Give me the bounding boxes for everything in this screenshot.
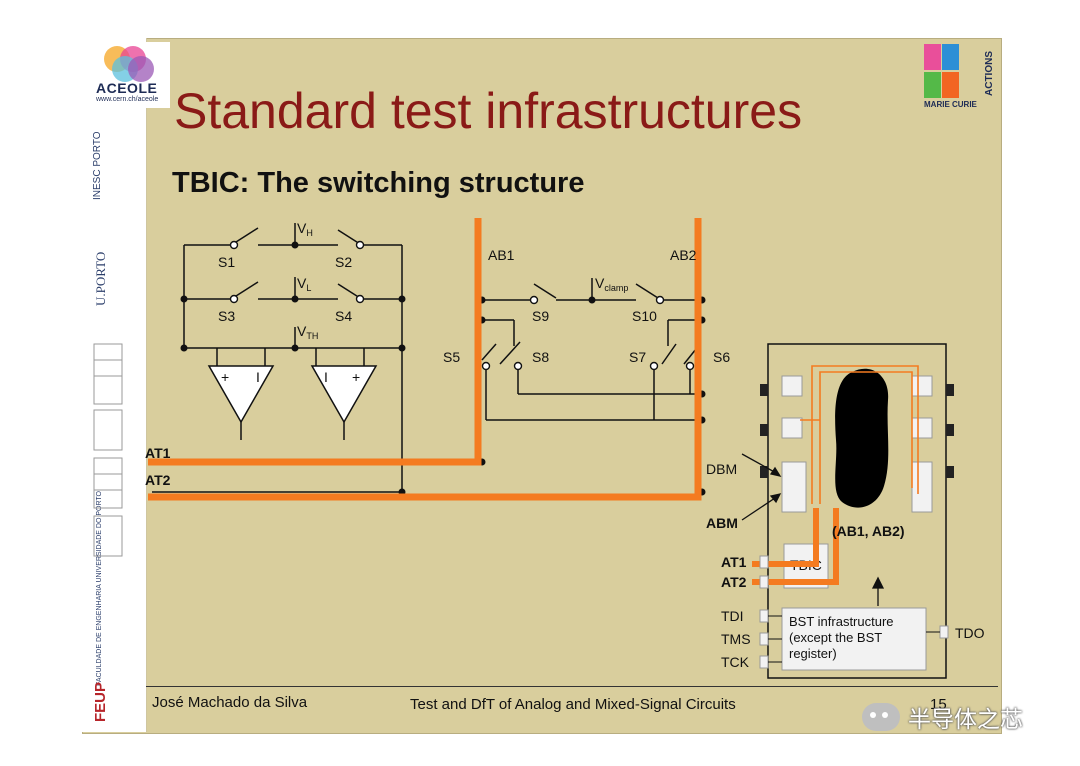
- watermark: 半导体之芯: [862, 702, 1023, 733]
- aceole-url: www.cern.ch/aceole: [96, 96, 159, 103]
- label-vh: VH: [297, 220, 313, 238]
- marie-curie-text: MARIE CURIE: [924, 100, 977, 109]
- label-ab2: AB2: [670, 247, 697, 263]
- aceole-logo: [90, 42, 170, 108]
- footer-author: José Machado da Silva: [152, 694, 308, 711]
- label-vth: VTH: [297, 323, 318, 341]
- bst-infrastructure-text: BST infrastructure (except the BST regis…: [789, 614, 894, 661]
- slide-title: Standard test infrastructures: [174, 83, 803, 139]
- label-tck: TCK: [721, 654, 750, 670]
- label-ab-pair: (AB1, AB2): [832, 523, 905, 539]
- aceole-name: ACEOLE: [96, 80, 158, 96]
- label-vclamp: Vclamp: [595, 275, 628, 293]
- label-s10: S10: [632, 308, 657, 324]
- comp2-plus: +: [352, 369, 360, 385]
- label-abm: ABM: [706, 515, 738, 531]
- chip-diagram: TBIC: [741, 343, 954, 679]
- label-s1: S1: [218, 254, 235, 270]
- watermark-text: 半导体之芯: [908, 707, 1023, 733]
- label-ab1: AB1: [488, 247, 515, 263]
- label-at1: AT1: [145, 445, 171, 461]
- at2-bus: [148, 218, 702, 501]
- slide-subtitle: TBIC: The switching structure: [172, 167, 585, 199]
- comp1-minus: I: [256, 369, 260, 385]
- label-tdi: TDI: [721, 608, 744, 624]
- chip-label-at1: AT1: [721, 554, 747, 570]
- label-s6: S6: [713, 349, 730, 365]
- label-at2: AT2: [145, 472, 171, 488]
- label-vl: VL: [297, 275, 311, 293]
- footer-course: Test and DfT of Analog and Mixed-Signal …: [410, 696, 736, 713]
- comp1-plus: +: [221, 369, 229, 385]
- label-s9: S9: [532, 308, 549, 324]
- label-s5: S5: [443, 349, 460, 365]
- label-s4: S4: [335, 308, 352, 324]
- footer-page-number: 15: [930, 696, 947, 713]
- at1-bus: [148, 218, 482, 466]
- institution-sidebar: [82, 38, 147, 732]
- label-dbm: DBM: [706, 461, 737, 477]
- label-s3: S3: [218, 308, 235, 324]
- wechat-icon: [862, 703, 900, 731]
- chip-label-at2: AT2: [721, 574, 747, 590]
- marie-curie-logo: [922, 42, 998, 110]
- building-drawing: [93, 343, 123, 557]
- comp2-minus: I: [324, 369, 328, 385]
- footer-divider: [146, 686, 998, 687]
- label-s8: S8: [532, 349, 549, 365]
- label-s7: S7: [629, 349, 646, 365]
- label-tdo: TDO: [955, 625, 985, 641]
- label-tms: TMS: [721, 631, 751, 647]
- label-s2: S2: [335, 254, 352, 270]
